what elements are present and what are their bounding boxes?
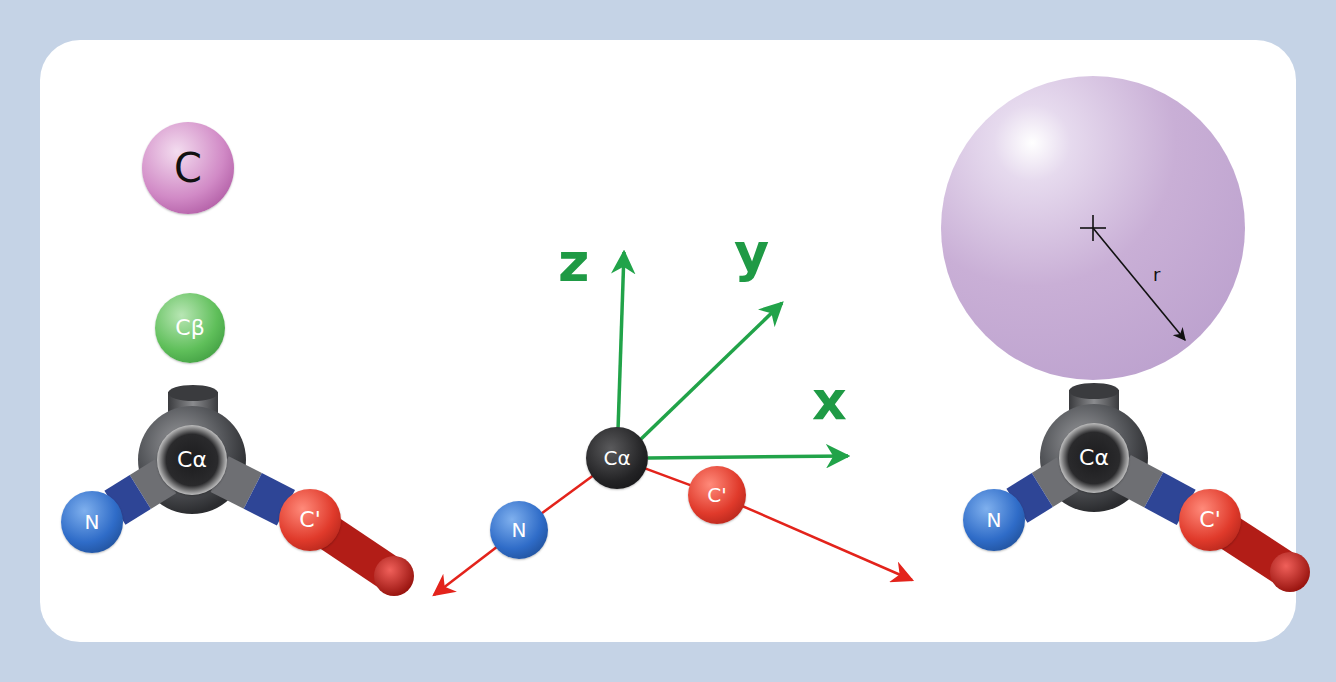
atom-label: Cβ <box>175 317 204 339</box>
radius-label: r <box>1153 266 1160 284</box>
atom-label: Cα <box>1079 447 1109 469</box>
radius-marker <box>941 76 1245 380</box>
bond <box>1017 474 1068 505</box>
atom-circle: N <box>490 501 548 559</box>
atom-label: C' <box>1199 509 1220 531</box>
bond <box>642 467 693 486</box>
coordinate-axes <box>618 252 848 458</box>
atom-circle: Cα <box>586 427 648 489</box>
atom-circle: N <box>963 489 1025 551</box>
atom-label: N <box>512 520 527 540</box>
bond <box>539 474 595 515</box>
atom-label: N <box>987 510 1002 530</box>
atom-circle: N <box>61 491 123 553</box>
radius-sphere: r <box>941 76 1245 380</box>
atom-circle: C' <box>688 466 746 524</box>
atom-label: C <box>174 148 202 188</box>
molecule-right <box>1040 383 1310 592</box>
bond-vectors <box>434 495 912 595</box>
atom-circle: Cα <box>1059 423 1129 493</box>
atom-circle: Cβ <box>155 293 225 363</box>
atom-circle: C' <box>279 489 341 551</box>
atom-circle: C' <box>1179 489 1241 551</box>
atom-circle: C <box>142 122 234 214</box>
atom-label: Cα <box>603 448 630 468</box>
bond <box>220 474 286 508</box>
axis-label: y <box>734 226 769 280</box>
axis-label: z <box>558 236 589 290</box>
atom-label: C' <box>707 485 726 505</box>
atom-label: N <box>85 512 100 532</box>
axis-label: x <box>812 374 847 428</box>
atom-label: Cα <box>177 449 207 471</box>
molecule-left <box>138 385 414 596</box>
bond <box>1121 473 1186 508</box>
bond <box>115 476 166 507</box>
atom-circle: Cα <box>157 425 227 495</box>
atom-label: C' <box>299 509 320 531</box>
